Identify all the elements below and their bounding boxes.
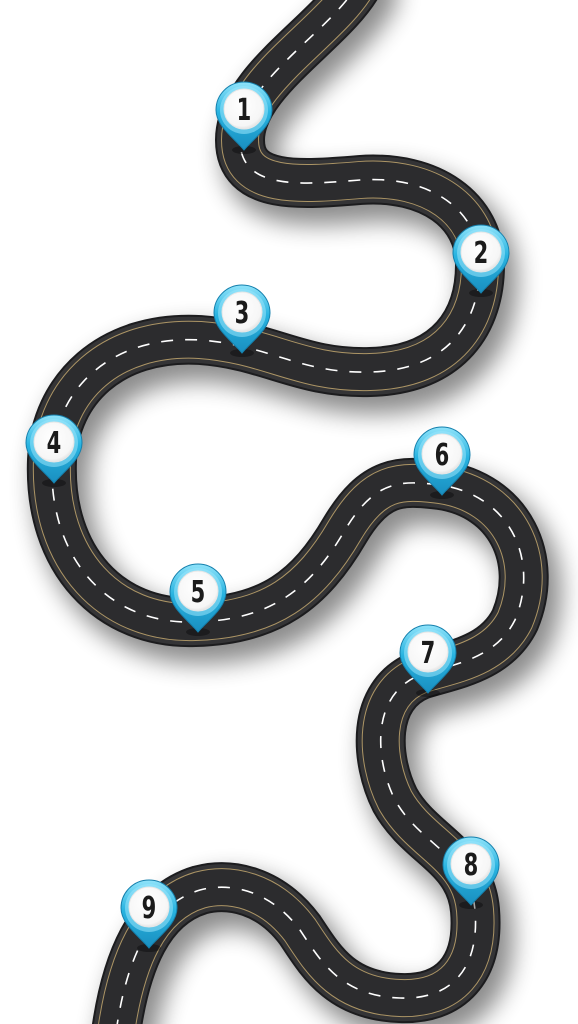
- milestone-pin-3: 3: [213, 284, 271, 357]
- milestone-pin-1: 1: [215, 81, 273, 154]
- milestone-number: 4: [47, 426, 62, 461]
- milestone-pin-7: 7: [399, 624, 457, 697]
- milestone-pin-9: 9: [120, 879, 178, 952]
- milestone-number: 6: [435, 438, 450, 473]
- milestone-pin-2: 2: [452, 224, 510, 297]
- milestone-number: 3: [235, 296, 250, 331]
- milestone-number: 2: [474, 236, 489, 271]
- milestone-number: 8: [464, 848, 479, 883]
- milestone-pin-4: 4: [25, 414, 83, 487]
- milestone-number: 1: [237, 93, 252, 128]
- milestone-pins: 1 2 3 4 5 6 7 8 9: [25, 81, 510, 952]
- milestone-pin-6: 6: [413, 426, 471, 499]
- milestone-pin-5: 5: [169, 563, 227, 636]
- milestone-number: 7: [421, 636, 436, 671]
- milestone-pin-8: 8: [442, 836, 500, 909]
- milestone-number: 9: [142, 891, 157, 926]
- milestone-number: 5: [191, 575, 206, 610]
